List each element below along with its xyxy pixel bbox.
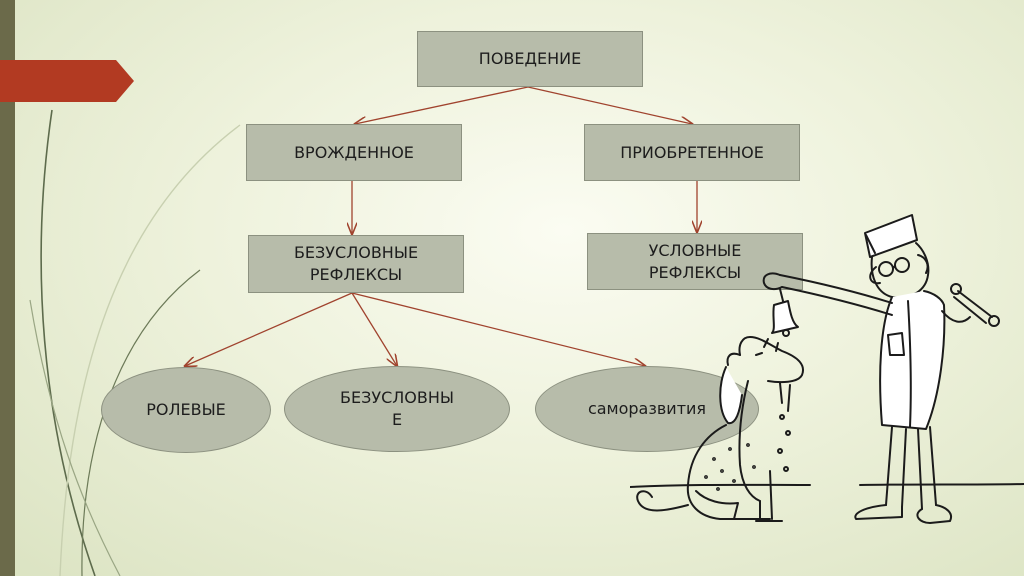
- node-acquired-label: ПРИОБРЕТЕННОЕ: [620, 142, 764, 162]
- node-innate-label: ВРОЖДЕННОЕ: [294, 142, 414, 162]
- node-behavior-label: ПОВЕДЕНИЕ: [478, 49, 582, 69]
- leaf-unconditioned-label: БЕЗУСЛОВНЫ Е: [339, 387, 454, 429]
- node-acquired: ПРИОБРЕТЕННОЕ: [584, 124, 800, 181]
- leaf-roles-label: РОЛЕВЫЕ: [146, 399, 226, 419]
- node-unconditioned-label: БЕЗУСЛОВНЫЕ РЕФЛЕКСЫ: [293, 243, 419, 284]
- node-conditioned-reflexes: УСЛОВНЫЕ РЕФЛЕКСЫ: [587, 233, 803, 290]
- arrow-to-self-development: [351, 292, 645, 366]
- arrow-root-innate: [355, 86, 529, 124]
- node-behavior: ПОВЕДЕНИЕ: [417, 31, 643, 87]
- leaf-unconditioned: БЕЗУСЛОВНЫ Е: [284, 366, 510, 452]
- arrow-to-unconditioned-leaf: [351, 292, 397, 366]
- arrow-root-acquired: [527, 86, 692, 124]
- node-conditioned-label: УСЛОВНЫЕ РЕФЛЕКСЫ: [648, 240, 742, 282]
- node-innate: ВРОЖДЕННОЕ: [246, 124, 462, 181]
- node-unconditioned-reflexes: БЕЗУСЛОВНЫЕ РЕФЛЕКСЫ: [248, 235, 464, 293]
- leaf-roles: РОЛЕВЫЕ: [101, 367, 271, 453]
- scientist-with-bell-and-dog-icon: [630, 214, 1024, 524]
- leaf-self-development-label: саморазвития: [587, 398, 707, 418]
- accent-arrow-tab: [0, 60, 134, 102]
- arrow-to-roles: [185, 292, 353, 366]
- left-sidebar-bar: [0, 0, 15, 576]
